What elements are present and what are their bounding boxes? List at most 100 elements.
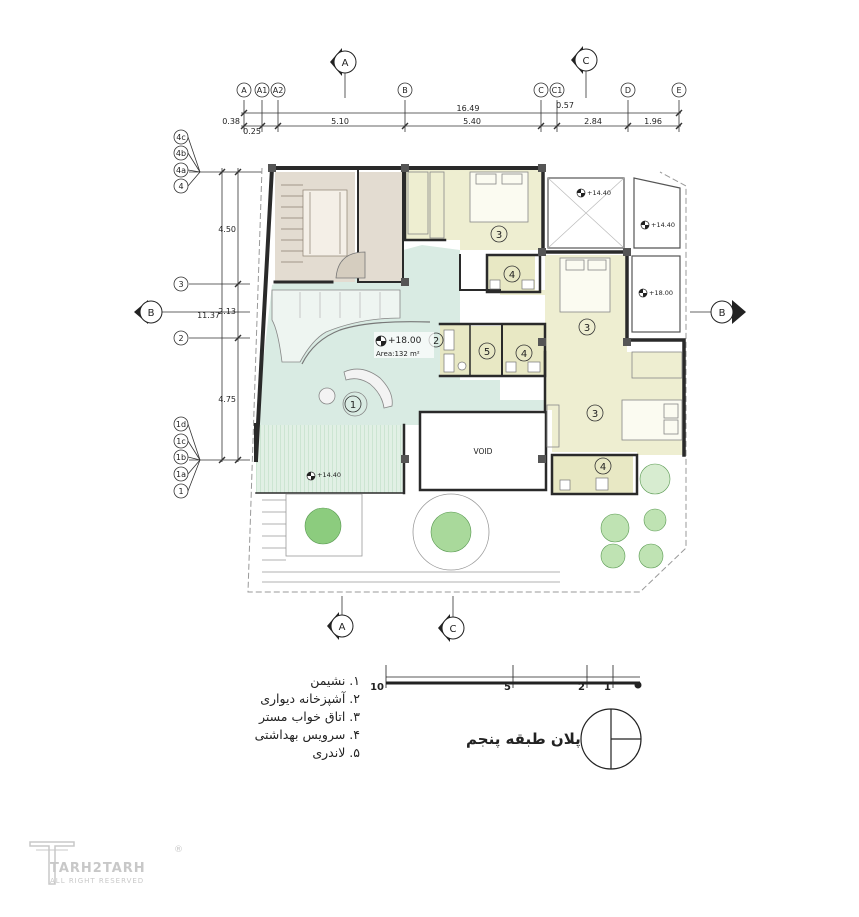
tree-6	[638, 543, 664, 569]
bed-2	[559, 257, 611, 313]
bathroom-fixtures	[443, 279, 609, 491]
dim-top-3: 5.40	[463, 117, 481, 126]
svg-text:+14.40: +14.40	[317, 471, 341, 479]
dim-top-1: 0.38	[222, 117, 240, 126]
section-marker-top-a: A	[330, 48, 357, 98]
dim-left-3: 4.75	[218, 395, 236, 404]
scale-label-5: 5	[504, 682, 511, 693]
site-boundary	[247, 167, 687, 593]
svg-text:A: A	[342, 58, 349, 69]
section-marker-bottom-a: A	[327, 596, 354, 640]
room-label-kitchen: 2	[433, 336, 439, 347]
grid-col-c1: C1	[552, 86, 563, 95]
grid-col-b: B	[402, 86, 408, 95]
level-marker-right: +14.40	[640, 220, 675, 230]
room-legend: ۱. نشیمن ۲. آشپزخانه دیواری ۳. اتاق خواب…	[250, 672, 360, 762]
legend-item-2: ۲. آشپزخانه دیواری	[260, 691, 360, 706]
elevator-door-swing	[335, 251, 366, 279]
top-dimension-ticks	[240, 109, 683, 130]
svg-text:B: B	[148, 308, 155, 319]
grid-row-4: 4	[178, 182, 183, 191]
svg-text:C: C	[583, 56, 590, 67]
grid-row-1b: 1b	[176, 453, 186, 462]
room-label-living: 1	[350, 400, 356, 411]
room-label-bath-1: 4	[509, 270, 515, 281]
room-number-markers	[344, 225, 612, 475]
grid-row-1a: 1a	[176, 470, 186, 479]
elevator-fill	[358, 172, 403, 282]
svg-text:B: B	[719, 308, 726, 319]
svg-text:C: C	[450, 624, 457, 635]
grid-col-a: A	[241, 86, 247, 95]
trees	[304, 463, 671, 569]
room-label-bath-2: 4	[521, 349, 527, 360]
grid-row-3: 3	[178, 280, 183, 289]
bed-1	[469, 171, 529, 223]
legend-item-4: ۴. سرویس بهداشتی	[254, 727, 360, 742]
logo-registered-mark: ®	[174, 845, 183, 855]
tree-5	[600, 543, 626, 569]
legend-item-5: ۵. لاندری	[312, 745, 360, 760]
room-label-laundry: 5	[484, 347, 490, 358]
structural-columns	[268, 164, 631, 463]
tree-2	[430, 511, 472, 553]
svg-text:+18.00: +18.00	[649, 289, 673, 297]
dim-top-total: 16.49	[457, 104, 480, 113]
grid-row-1d: 1d	[176, 420, 186, 429]
grid-col-c: C	[538, 86, 544, 95]
lower-terrace	[262, 493, 560, 583]
level-marker-top-right: +14.40	[576, 188, 611, 198]
room-label-bedroom-2: 3	[584, 323, 590, 334]
tree-1	[304, 507, 342, 545]
section-marker-top-c: C	[571, 46, 598, 98]
svg-text:+18.00: +18.00	[388, 336, 422, 346]
grid-row-4c: 4c	[176, 133, 186, 142]
svg-text:Area:132 m²: Area:132 m²	[376, 350, 420, 358]
grid-col-e: E	[676, 86, 681, 95]
dim-left-1: 4.50	[218, 225, 236, 234]
right-terraces	[547, 177, 681, 333]
room-label-bedroom-3: 3	[592, 409, 598, 420]
legend-item-3: ۳. اتاق خواب مستر	[258, 709, 360, 724]
stair-treads	[281, 184, 348, 263]
void-label: VOID	[474, 447, 493, 456]
top-dimensions	[241, 100, 681, 132]
svg-text:+14.40: +14.40	[651, 221, 675, 229]
grid-column-bubbles: A A1 A2 B C C1 D E	[236, 82, 687, 98]
tree-4	[643, 508, 667, 532]
tree-7	[639, 463, 671, 495]
dim-left-total: 11.37	[197, 311, 220, 320]
grid-row-4b: 4b	[176, 149, 186, 158]
watermark-logo-icon: ®	[29, 841, 183, 885]
grid-row-4a: 4a	[176, 166, 186, 175]
logo-subtitle: ALL RIGHT RESERVED	[50, 877, 145, 885]
legend-item-1: ۱. نشیمن	[310, 673, 360, 688]
dim-top-4: 0.57	[556, 101, 574, 110]
scale-bar: 10 5 2 1	[370, 665, 642, 693]
bed-3	[621, 399, 683, 441]
grid-row-1c: 1c	[176, 437, 186, 446]
grid-row-1: 1	[178, 487, 183, 496]
grid-row-2: 2	[178, 334, 183, 343]
section-marker-left-b: B	[134, 300, 250, 324]
level-marker-main: +18.00 Area:132 m²	[374, 332, 434, 358]
level-marker-east: +18.00	[638, 288, 673, 298]
curved-stair	[271, 289, 431, 365]
svg-text:+14.40: +14.40	[587, 189, 611, 197]
grid-row-bubbles: 4c 4b 4a 4 3 2 1d 1c 1b 1a 1	[173, 129, 189, 499]
level-markers: +18.00 Area:132 m² +14.40 +14.40 +14.40 …	[306, 188, 675, 481]
living-furniture	[318, 368, 393, 417]
scale-label-1: 1	[604, 682, 611, 693]
grid-col-a1: A1	[257, 86, 268, 95]
left-dimensions	[187, 136, 262, 492]
plan-title: پلان طبقه پنجم	[466, 730, 581, 748]
dim-left-2: 2.13	[218, 307, 236, 316]
level-marker-terrace: +14.40	[306, 471, 341, 481]
room-label-bath-3: 4	[600, 462, 606, 473]
logo-name: TARH2TARH	[50, 861, 146, 876]
dim-top-2: 5.10	[331, 117, 349, 126]
svg-text:A: A	[339, 622, 346, 633]
section-marker-bottom-c: C	[438, 596, 465, 642]
north-arrow-icon	[580, 708, 642, 770]
